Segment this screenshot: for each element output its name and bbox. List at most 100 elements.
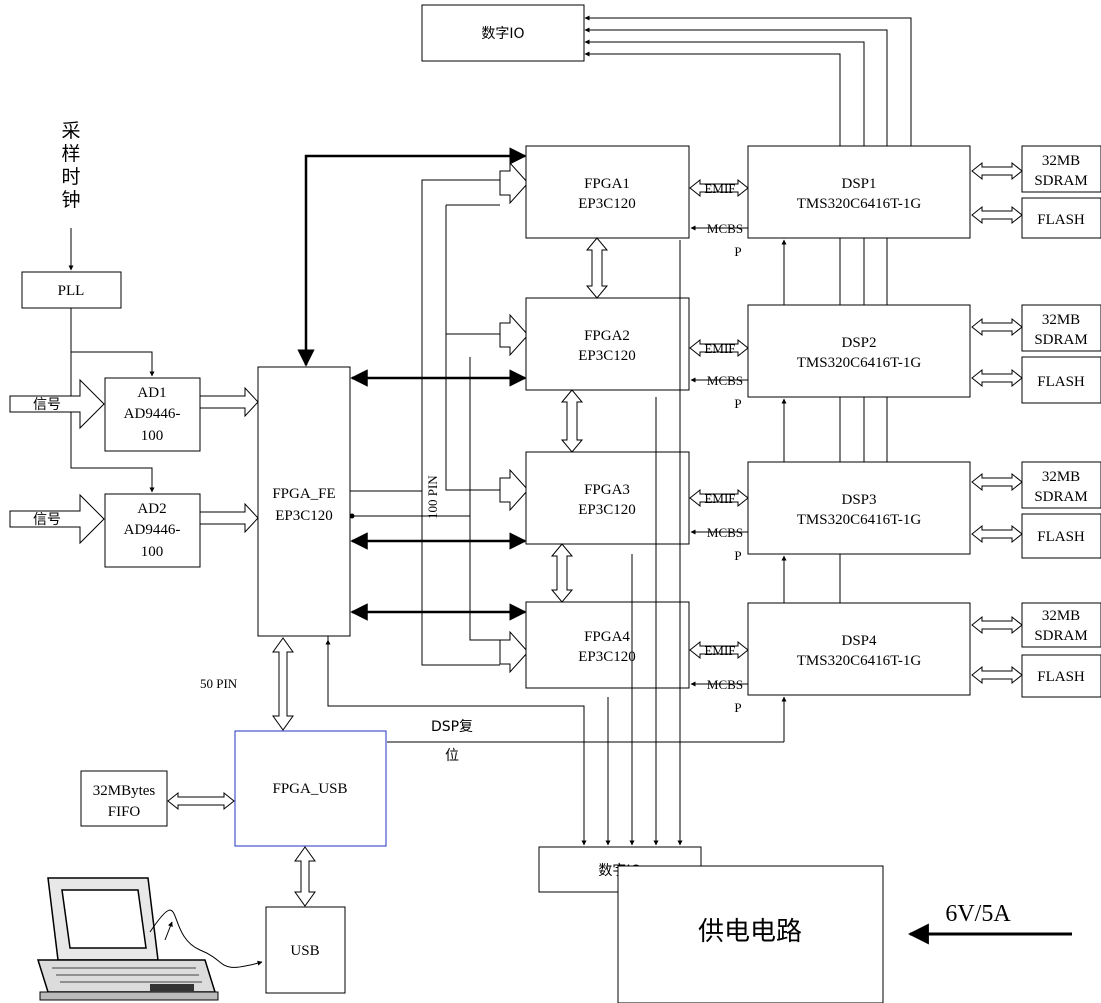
fpga4-input-arrow: [499, 630, 529, 674]
svg-text:MCBS: MCBS: [707, 221, 743, 236]
svg-text:TMS320C6416T-1G: TMS320C6416T-1G: [797, 653, 922, 669]
fpga2-fpga3-link: [560, 389, 584, 453]
dsp3-memory: 32MB SDRAM FLASH: [971, 461, 1101, 559]
svg-text:钟: 钟: [61, 189, 80, 211]
svg-text:SDRAM: SDRAM: [1034, 628, 1087, 644]
svg-text:FLASH: FLASH: [1037, 529, 1085, 545]
svg-text:样: 样: [61, 143, 80, 165]
svg-text:EP3C120: EP3C120: [578, 502, 636, 518]
fpga-usb-block: FPGA_USB: [234, 730, 387, 847]
svg-text:32MB: 32MB: [1042, 153, 1080, 169]
fpga2-block: FPGA2 EP3C120: [525, 297, 690, 391]
svg-text:MCBS: MCBS: [707, 677, 743, 692]
power-circuit-block: 供电电路: [617, 865, 884, 1003]
dsp1-memory: 32MB SDRAM FLASH: [971, 145, 1101, 239]
pin50-label: 50 PIN: [200, 676, 238, 691]
svg-text:P: P: [734, 244, 741, 259]
fpga3-fpga4-link: [550, 543, 574, 603]
dsp3-block: DSP3 TMS320C6416T-1G: [747, 461, 971, 555]
svg-text:P: P: [734, 396, 741, 411]
fpga-fe-fpga-usb-link: [272, 637, 294, 731]
dsp4-block: DSP4 TMS320C6416T-1G: [747, 602, 971, 696]
signal-input-1: 信号: [9, 378, 105, 430]
svg-text:TMS320C6416T-1G: TMS320C6416T-1G: [797, 355, 922, 371]
emif-mcbsp-links: EMIF MCBS P EMIF MCBS P EMIF MCBS P EMIF…: [689, 178, 749, 715]
svg-text:EMIF: EMIF: [704, 181, 735, 196]
svg-text:EP3C120: EP3C120: [578, 348, 636, 364]
fifo-block: 32MBytes FIFO: [80, 770, 168, 827]
svg-text:MCBS: MCBS: [707, 525, 743, 540]
svg-text:P: P: [734, 548, 741, 563]
svg-text:EP3C120: EP3C120: [578, 196, 636, 212]
ad2-to-fpga-fe-arrow: [199, 502, 259, 534]
svg-text:AD9446-: AD9446-: [124, 522, 181, 538]
fifo-fpga-usb-link: [167, 791, 235, 811]
svg-text:TMS320C6416T-1G: TMS320C6416T-1G: [797, 196, 922, 212]
usb-block: USB: [265, 906, 346, 994]
svg-text:DSP2: DSP2: [841, 335, 876, 351]
svg-text:DSP3: DSP3: [841, 492, 876, 508]
dsp2-block: DSP2 TMS320C6416T-1G: [747, 304, 971, 398]
svg-text:FLASH: FLASH: [1037, 669, 1085, 685]
dsp1-block: DSP1 TMS320C6416T-1G: [747, 145, 971, 239]
digital-io-top: 数字IO: [421, 4, 585, 62]
svg-text:AD9446-: AD9446-: [124, 406, 181, 422]
fpga-fe-fpga1-bus: [297, 147, 527, 367]
dsp-reset-label: DSP复 位: [431, 718, 473, 764]
svg-text:FLASH: FLASH: [1037, 212, 1085, 228]
svg-text:P: P: [734, 700, 741, 715]
dsp-interconnect-lines: [781, 238, 888, 742]
laptop-icon: [36, 877, 263, 1001]
svg-text:FIFO: FIFO: [108, 804, 141, 820]
svg-text:FPGA2: FPGA2: [584, 328, 630, 344]
svg-text:32MB: 32MB: [1042, 608, 1080, 624]
svg-text:FPGA_FE: FPGA_FE: [272, 486, 335, 502]
svg-text:32MBytes: 32MBytes: [93, 783, 156, 799]
pin100-label: 100 PIN: [425, 475, 440, 519]
svg-text:位: 位: [445, 748, 459, 764]
svg-text:FPGA3: FPGA3: [584, 482, 630, 498]
svg-text:采: 采: [61, 120, 80, 142]
svg-text:FPGA1: FPGA1: [584, 176, 630, 192]
fpga4-block: FPGA4 EP3C120: [525, 601, 690, 689]
to-digital-io-bottom-lines: [325, 240, 683, 846]
svg-text:时: 时: [61, 166, 80, 188]
svg-text:AD2: AD2: [137, 501, 166, 517]
pin100-distribution: [349, 179, 500, 666]
svg-text:DSP1: DSP1: [841, 176, 876, 192]
svg-text:MCBS: MCBS: [707, 373, 743, 388]
power-input-label: 6V/5A: [945, 901, 1011, 927]
svg-text:PLL: PLL: [58, 283, 85, 299]
svg-text:SDRAM: SDRAM: [1034, 173, 1087, 189]
svg-text:USB: USB: [290, 943, 319, 959]
svg-text:EP3C120: EP3C120: [578, 649, 636, 665]
svg-text:信号: 信号: [33, 512, 61, 528]
svg-text:32MB: 32MB: [1042, 469, 1080, 485]
fpga3-block: FPGA3 EP3C120: [525, 451, 690, 545]
fpga3-input-arrow: [499, 468, 529, 512]
svg-text:TMS320C6416T-1G: TMS320C6416T-1G: [797, 512, 922, 528]
fpga1-fpga2-link: [585, 237, 609, 299]
svg-text:DSP复: DSP复: [431, 718, 473, 735]
svg-text:SDRAM: SDRAM: [1034, 332, 1087, 348]
svg-text:FPGA4: FPGA4: [584, 629, 630, 645]
fpga-usb-usb-link: [294, 846, 316, 907]
dsp4-memory: 32MB SDRAM FLASH: [971, 602, 1101, 698]
ad2-block: AD2 AD9446- 100: [104, 493, 201, 568]
fpga2-input-arrow: [499, 313, 529, 357]
svg-text:EMIF: EMIF: [704, 491, 735, 506]
svg-text:FPGA_USB: FPGA_USB: [272, 781, 347, 797]
fpga1-input-arrow: [499, 161, 529, 205]
fpga1-block: FPGA1 EP3C120: [525, 145, 690, 239]
digital-io-top-label: 数字IO: [481, 26, 524, 42]
svg-text:FLASH: FLASH: [1037, 374, 1085, 390]
svg-text:AD1: AD1: [137, 385, 166, 401]
svg-text:EP3C120: EP3C120: [275, 508, 333, 524]
fpga-fe-block: FPGA_FE EP3C120: [257, 366, 351, 637]
dsp-to-digital-io-top-lines: [584, 15, 912, 146]
svg-text:100: 100: [141, 428, 164, 444]
svg-text:100: 100: [141, 544, 164, 560]
ad1-block: AD1 AD9446- 100: [104, 377, 201, 452]
svg-text:DSP4: DSP4: [841, 633, 877, 649]
svg-text:信号: 信号: [33, 397, 61, 413]
